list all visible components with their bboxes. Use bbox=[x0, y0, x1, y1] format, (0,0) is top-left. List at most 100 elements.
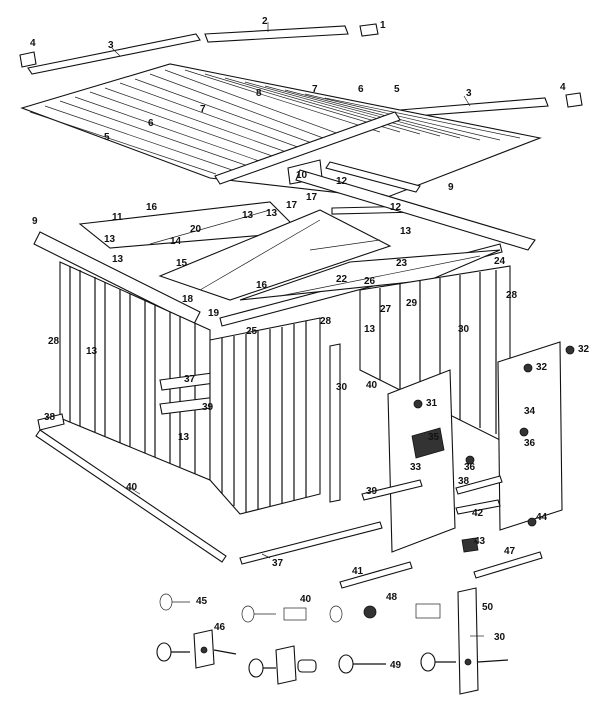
floor-rail-41 bbox=[339, 561, 413, 589]
threshold-42 bbox=[455, 499, 501, 515]
door-left-33 bbox=[387, 369, 456, 553]
label-27: 27 bbox=[380, 304, 392, 315]
label-33: 33 bbox=[410, 462, 422, 473]
label-12: 12 bbox=[336, 176, 348, 187]
screw-bracket-50 bbox=[420, 587, 509, 695]
label-11: 11 bbox=[112, 212, 123, 223]
label-32: 32 bbox=[578, 344, 590, 355]
label-10: 10 bbox=[296, 170, 308, 181]
label-3: 3 bbox=[466, 88, 472, 99]
ridge-beam bbox=[214, 111, 401, 185]
label-45: 45 bbox=[196, 596, 208, 607]
label-6: 6 bbox=[358, 84, 364, 95]
right-wall bbox=[359, 265, 511, 441]
roof-trim-left bbox=[27, 33, 201, 75]
label-9: 9 bbox=[32, 216, 38, 227]
label-20: 20 bbox=[190, 224, 202, 235]
floor-rail-38 bbox=[455, 475, 503, 495]
label-48: 48 bbox=[386, 592, 398, 603]
label-24: 24 bbox=[494, 256, 506, 267]
screw-nut-assembly bbox=[248, 645, 317, 685]
label-26: 26 bbox=[364, 276, 376, 287]
label-35: 35 bbox=[428, 432, 440, 443]
door-bolt-31 bbox=[413, 399, 423, 409]
label-13: 13 bbox=[242, 210, 254, 221]
leader-lines bbox=[111, 22, 484, 637]
label-36: 36 bbox=[464, 462, 476, 473]
label-50: 50 bbox=[482, 602, 494, 613]
bolt-44 bbox=[527, 517, 537, 527]
floor-rail-37 bbox=[239, 521, 383, 565]
label-7: 7 bbox=[200, 104, 206, 115]
ridge-end-cap bbox=[359, 23, 379, 37]
label-28: 28 bbox=[48, 336, 60, 347]
screw-45 bbox=[159, 593, 190, 611]
label-17: 17 bbox=[286, 200, 298, 211]
label-31: 31 bbox=[426, 398, 438, 409]
label-29: 29 bbox=[406, 298, 418, 309]
door-right-34 bbox=[497, 341, 563, 531]
label-39: 39 bbox=[202, 402, 214, 413]
label-5: 5 bbox=[104, 132, 110, 143]
roof-panel-assembly bbox=[20, 63, 542, 199]
callout-labels: 1 2 3 3 4 4 5 5 6 6 7 7 8 9 9 10 11 12 1… bbox=[30, 16, 590, 671]
hinge-knob-b bbox=[565, 345, 575, 355]
label-38: 38 bbox=[44, 412, 56, 423]
corner-cap-right bbox=[565, 92, 583, 108]
label-13: 13 bbox=[86, 346, 98, 357]
floor-rails bbox=[35, 413, 543, 589]
label-22: 22 bbox=[336, 274, 348, 285]
screw-49 bbox=[338, 654, 386, 674]
roof-beam-right bbox=[295, 169, 536, 251]
label-7: 7 bbox=[312, 84, 318, 95]
label-44: 44 bbox=[536, 512, 548, 523]
screw-46-assembly bbox=[156, 629, 237, 669]
label-40: 40 bbox=[300, 594, 312, 605]
label-13: 13 bbox=[178, 432, 190, 443]
label-38: 38 bbox=[458, 476, 470, 487]
label-4: 4 bbox=[560, 82, 566, 93]
label-13: 13 bbox=[364, 324, 376, 335]
label-30: 30 bbox=[494, 632, 506, 643]
label-41: 41 bbox=[352, 566, 364, 577]
label-13: 13 bbox=[112, 254, 124, 265]
label-36: 36 bbox=[524, 438, 536, 449]
label-2: 2 bbox=[262, 16, 268, 27]
latch-36b bbox=[465, 455, 475, 465]
doors bbox=[387, 341, 575, 553]
label-34: 34 bbox=[524, 406, 536, 417]
door-frame-left bbox=[329, 343, 341, 503]
label-43: 43 bbox=[474, 536, 486, 547]
label-13: 13 bbox=[400, 226, 412, 237]
corner-cap-left bbox=[19, 51, 37, 68]
washer-50 bbox=[329, 603, 441, 623]
label-8: 8 bbox=[256, 88, 262, 99]
label-4: 4 bbox=[30, 38, 36, 49]
left-wall bbox=[59, 261, 228, 481]
roof-brace bbox=[325, 161, 421, 193]
ridge-cap bbox=[204, 25, 349, 43]
label-32: 32 bbox=[536, 362, 548, 373]
label-17: 17 bbox=[306, 192, 318, 203]
label-1: 1 bbox=[380, 20, 386, 31]
fastener-details bbox=[156, 587, 509, 695]
label-46: 46 bbox=[214, 622, 226, 633]
label-15: 15 bbox=[176, 258, 188, 269]
screw-48 bbox=[241, 605, 307, 623]
floor-rail-39 bbox=[361, 479, 423, 501]
hinge-knob-a bbox=[523, 363, 533, 373]
gable-trusses bbox=[78, 201, 501, 301]
label-13: 13 bbox=[104, 234, 116, 245]
label-37: 37 bbox=[272, 558, 284, 569]
floor-rail-47 bbox=[473, 551, 543, 579]
label-18: 18 bbox=[182, 294, 194, 305]
door-handle bbox=[411, 427, 445, 459]
label-5: 5 bbox=[394, 84, 400, 95]
label-40: 40 bbox=[366, 380, 378, 391]
label-13: 13 bbox=[266, 208, 278, 219]
label-25: 25 bbox=[246, 326, 258, 337]
label-3: 3 bbox=[108, 40, 114, 51]
label-28: 28 bbox=[506, 290, 518, 301]
label-19: 19 bbox=[208, 308, 220, 319]
